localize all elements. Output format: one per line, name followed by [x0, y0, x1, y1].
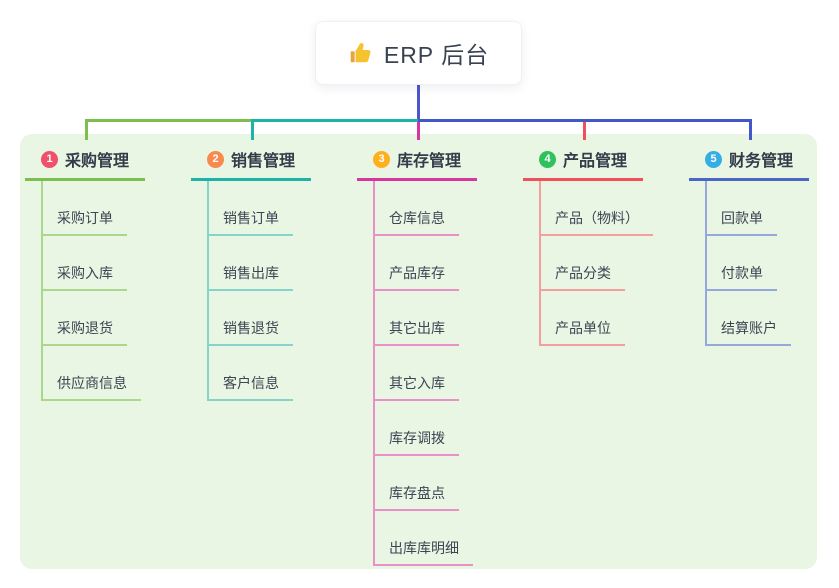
- canvas-panel: [20, 134, 817, 569]
- root-connector-line: [417, 83, 420, 122]
- child-node[interactable]: 库存调拨: [375, 429, 459, 456]
- root-node-erp[interactable]: ERP 后台: [315, 21, 522, 85]
- child-node[interactable]: 产品（物料）: [541, 209, 653, 236]
- child-node[interactable]: 销售出库: [209, 264, 293, 291]
- child-node[interactable]: 采购入库: [43, 264, 127, 291]
- branch-number-badge: 4: [539, 150, 556, 168]
- branch-label: 财务管理: [729, 153, 794, 170]
- connector-horizontal-left-green: [85, 119, 251, 122]
- branch-purchase: 1 采购管理 采购订单 采购入库 采购退货 供应商信息: [25, 147, 145, 401]
- branch2-drop-line: [251, 119, 254, 140]
- child-node[interactable]: 客户信息: [209, 374, 293, 401]
- child-node[interactable]: 产品库存: [375, 264, 459, 291]
- branch-inventory: 3 库存管理 仓库信息 产品库存 其它出库 其它入库 库存调拨 库存盘点 出库库…: [357, 147, 477, 566]
- branch-finance-header[interactable]: 5 财务管理: [689, 147, 809, 181]
- child-node[interactable]: 其它出库: [375, 319, 459, 346]
- branch-sales: 2 销售管理 销售订单 销售出库 销售退货 客户信息: [191, 147, 311, 401]
- branch-label: 库存管理: [397, 153, 462, 170]
- branch-sales-children: 销售订单 销售出库 销售退货 客户信息: [207, 181, 311, 401]
- child-node[interactable]: 采购退货: [43, 319, 127, 346]
- branch-product-header[interactable]: 4 产品管理: [523, 147, 643, 181]
- child-node[interactable]: 供应商信息: [43, 374, 141, 401]
- branch-number-badge: 5: [705, 150, 722, 168]
- branch-inventory-children: 仓库信息 产品库存 其它出库 其它入库 库存调拨 库存盘点 出库库明细: [373, 181, 477, 566]
- connector-horizontal-right-blue: [418, 119, 752, 122]
- branch1-drop-line: [85, 119, 88, 140]
- branch-purchase-children: 采购订单 采购入库 采购退货 供应商信息: [41, 181, 145, 401]
- branch-inventory-header[interactable]: 3 库存管理: [357, 147, 477, 181]
- branch-label: 销售管理: [231, 153, 296, 170]
- child-node[interactable]: 采购订单: [43, 209, 127, 236]
- child-node[interactable]: 其它入库: [375, 374, 459, 401]
- branch-sales-header[interactable]: 2 销售管理: [191, 147, 311, 181]
- child-node[interactable]: 回款单: [707, 209, 777, 236]
- child-node[interactable]: 销售订单: [209, 209, 293, 236]
- branch5-drop-line: [749, 119, 752, 140]
- branch-number-badge: 3: [373, 150, 390, 168]
- root-node-title: ERP 后台: [383, 42, 490, 68]
- branch-finance-children: 回款单 付款单 结算账户: [705, 181, 809, 346]
- thumbs-up-icon: [350, 43, 371, 63]
- branch-label: 产品管理: [563, 153, 628, 170]
- connector-horizontal-left-teal: [251, 119, 418, 122]
- child-node[interactable]: 产品单位: [541, 319, 625, 346]
- child-node[interactable]: 出库库明细: [375, 539, 473, 566]
- branch-product-children: 产品（物料） 产品分类 产品单位: [539, 181, 653, 346]
- branch4-drop-line: [583, 122, 586, 140]
- child-node[interactable]: 销售退货: [209, 319, 293, 346]
- branch-number-badge: 1: [41, 150, 58, 168]
- child-node[interactable]: 仓库信息: [375, 209, 459, 236]
- branch-number-badge: 2: [207, 150, 224, 168]
- branch-purchase-header[interactable]: 1 采购管理: [25, 147, 145, 181]
- child-node[interactable]: 库存盘点: [375, 484, 459, 511]
- child-node[interactable]: 付款单: [707, 264, 777, 291]
- branch-label: 采购管理: [65, 153, 130, 170]
- child-node[interactable]: 产品分类: [541, 264, 625, 291]
- branch-product: 4 产品管理 产品（物料） 产品分类 产品单位: [523, 147, 653, 346]
- child-node[interactable]: 结算账户: [707, 319, 791, 346]
- branch3-drop-line: [417, 122, 420, 140]
- branch-finance: 5 财务管理 回款单 付款单 结算账户: [689, 147, 809, 346]
